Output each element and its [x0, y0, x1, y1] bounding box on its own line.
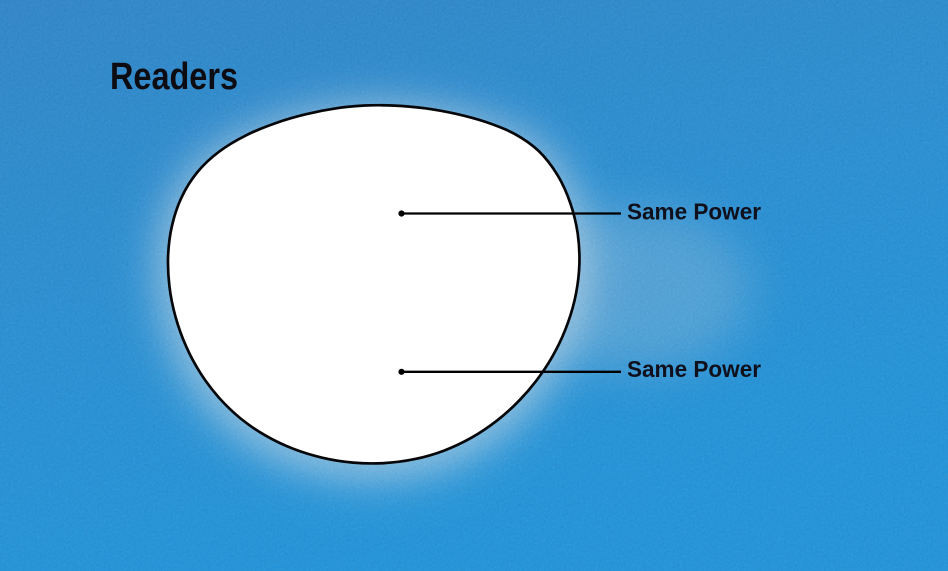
svg-text:Readers: Readers: [110, 56, 238, 98]
svg-text:Same Power: Same Power: [627, 356, 761, 382]
svg-text:Same Power: Same Power: [627, 199, 761, 225]
